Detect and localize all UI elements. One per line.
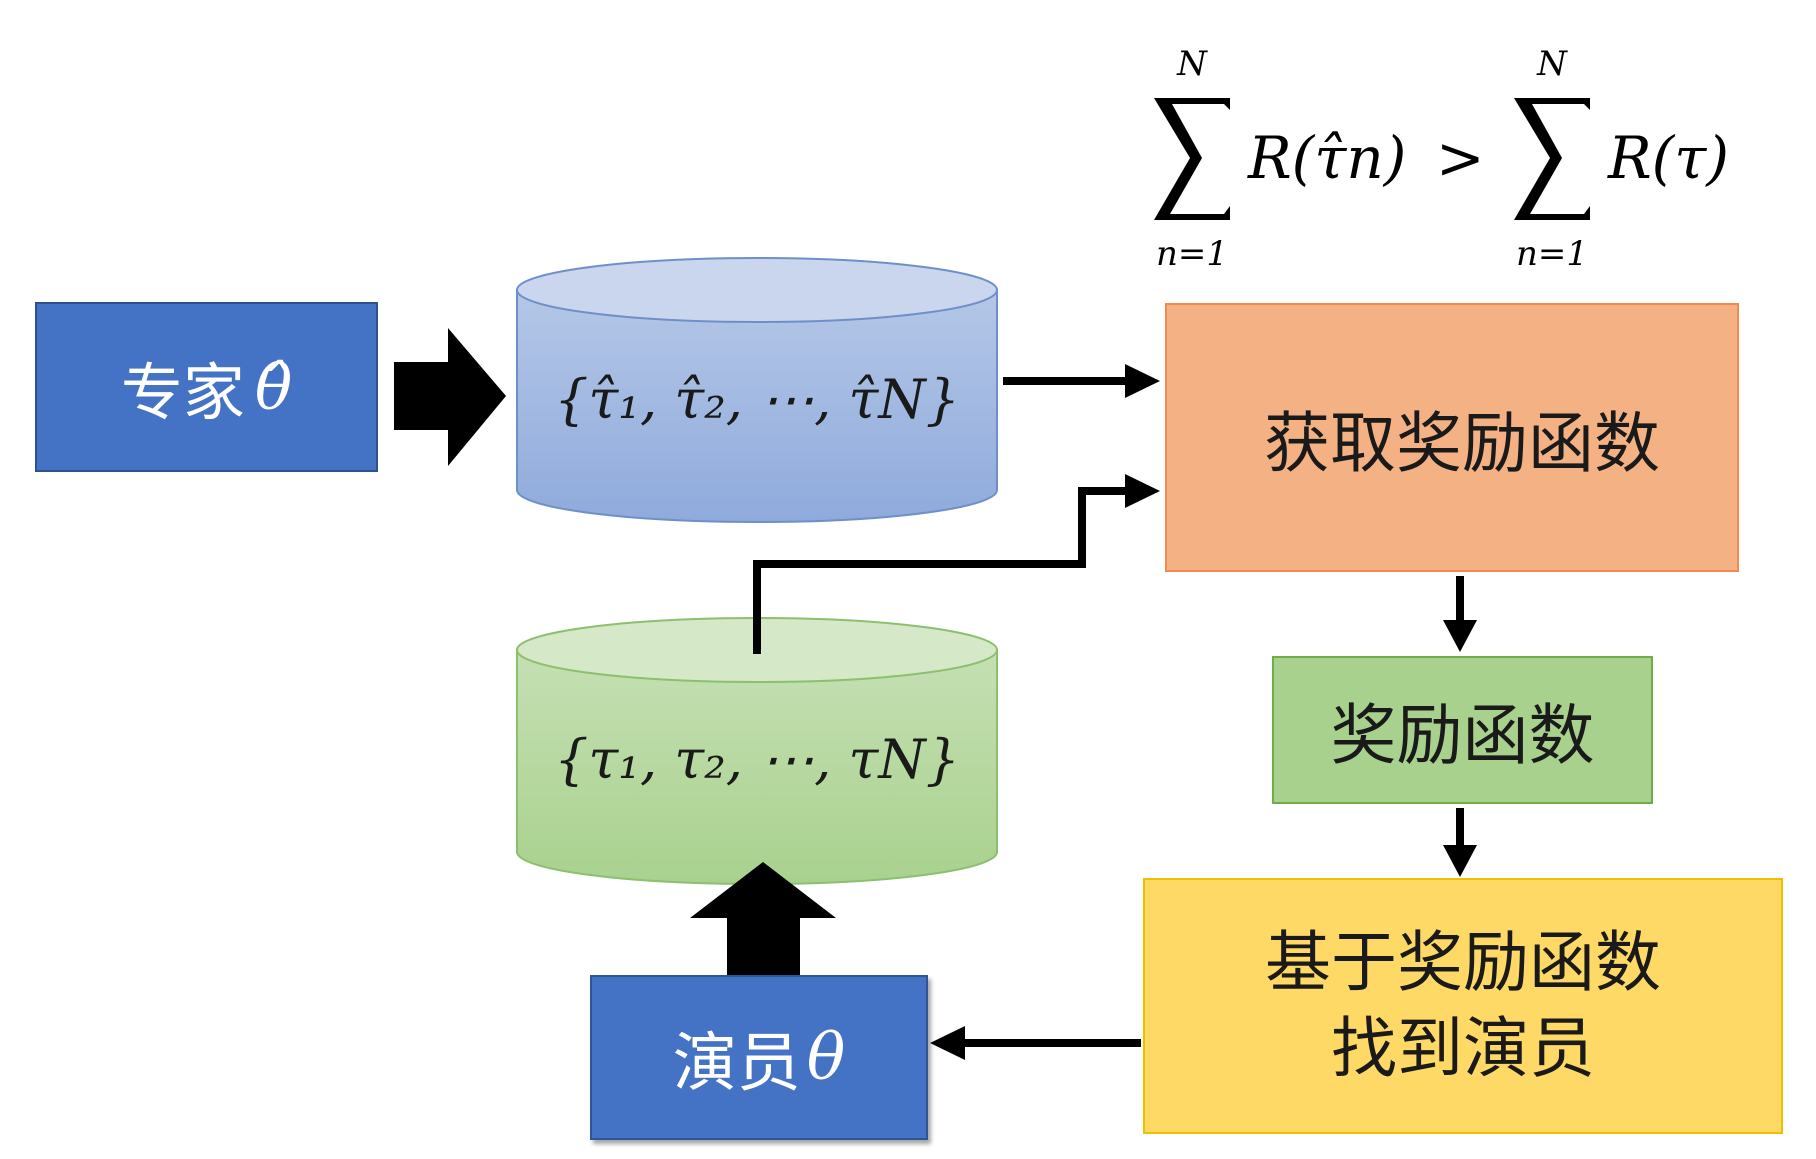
sum-upper-right: N: [1536, 44, 1568, 84]
expert-symbol: θ̂: [254, 350, 293, 424]
sigma-right-icon: [1514, 98, 1590, 220]
sum-lower-right: n=1: [1516, 234, 1588, 270]
expert-trajectory-cylinder: [516, 257, 998, 523]
term-left: R(τ̂n): [1247, 124, 1406, 192]
actor-symbol: θ: [806, 1020, 846, 1095]
sum-lower-left: n=1: [1156, 234, 1228, 270]
expert-label: 专家: [120, 356, 245, 429]
reward-inequality-formula: N n=1 R(τ̂n) > N n=1 R(τ): [1154, 44, 1729, 270]
reward-function-label: 奖励函数: [1330, 697, 1595, 774]
actor-label: 演员: [672, 1026, 801, 1101]
get-reward-function-label: 获取奖励函数: [1264, 404, 1660, 482]
relation: >: [1436, 124, 1485, 192]
sigma-left-icon: [1154, 98, 1230, 220]
expert-box: 专家 θ̂: [35, 302, 378, 472]
expert-to-trajectories-arrow: [394, 328, 506, 466]
find-actor-to-actor-arrow: [930, 1026, 1141, 1060]
find-actor-box: 基于奖励函数 找到演员: [1143, 878, 1783, 1134]
find-actor-line1: 基于奖励函数: [1265, 924, 1661, 1002]
actor-trajectory-set: {τ₁, τ₂, ⋯, τN}: [554, 728, 960, 791]
get-reward-function-box: 获取奖励函数: [1165, 303, 1739, 572]
actor-to-trajectories-arrow: [690, 862, 836, 975]
get-reward-to-reward-arrow: [1443, 576, 1477, 652]
expert-trajectory-set: {τ̂₁, τ̂₂, ⋯, τ̂N}: [554, 368, 960, 431]
reward-to-find-actor-arrow: [1443, 808, 1477, 877]
reward-function-box: 奖励函数: [1272, 656, 1653, 804]
term-right: R(τ): [1607, 124, 1729, 192]
expert-data-to-reward-arrow: [1003, 364, 1160, 398]
actor-data-to-reward-arrow: [753, 474, 1160, 654]
find-actor-line2: 找到演员: [1331, 1010, 1595, 1087]
actor-box: 演员 θ: [590, 975, 928, 1140]
sum-upper-left: N: [1176, 44, 1208, 84]
